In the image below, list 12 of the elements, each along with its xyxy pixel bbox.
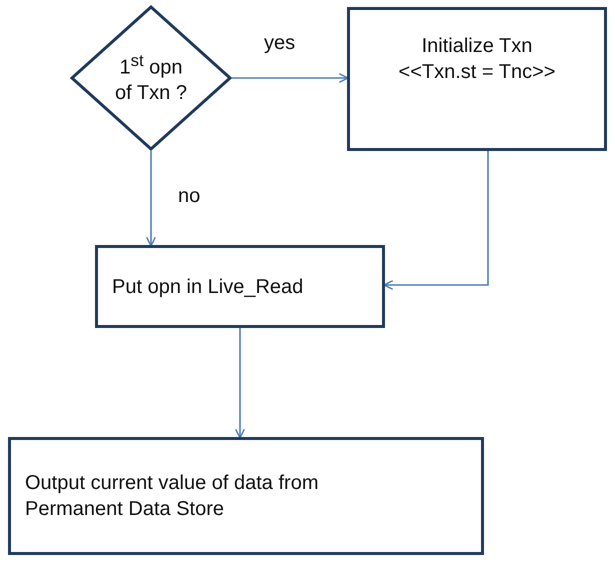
decision-diamond <box>70 5 232 151</box>
node-text: Initialize Txn <<Txn.st = Tnc>> <box>398 34 556 85</box>
arrow <box>383 151 489 290</box>
process-box <box>347 7 607 151</box>
arrow <box>146 151 156 247</box>
node-text: Output current value of data from Permanent Data Store <box>25 471 320 522</box>
process-box <box>8 437 484 555</box>
node-text: 1$^{st}$ opn of Txn ? <box>114 50 188 106</box>
node-text: Put opn in Live_Read <box>112 274 304 300</box>
arrow <box>232 72 349 84</box>
process-box <box>95 245 385 328</box>
arrow <box>234 328 246 439</box>
